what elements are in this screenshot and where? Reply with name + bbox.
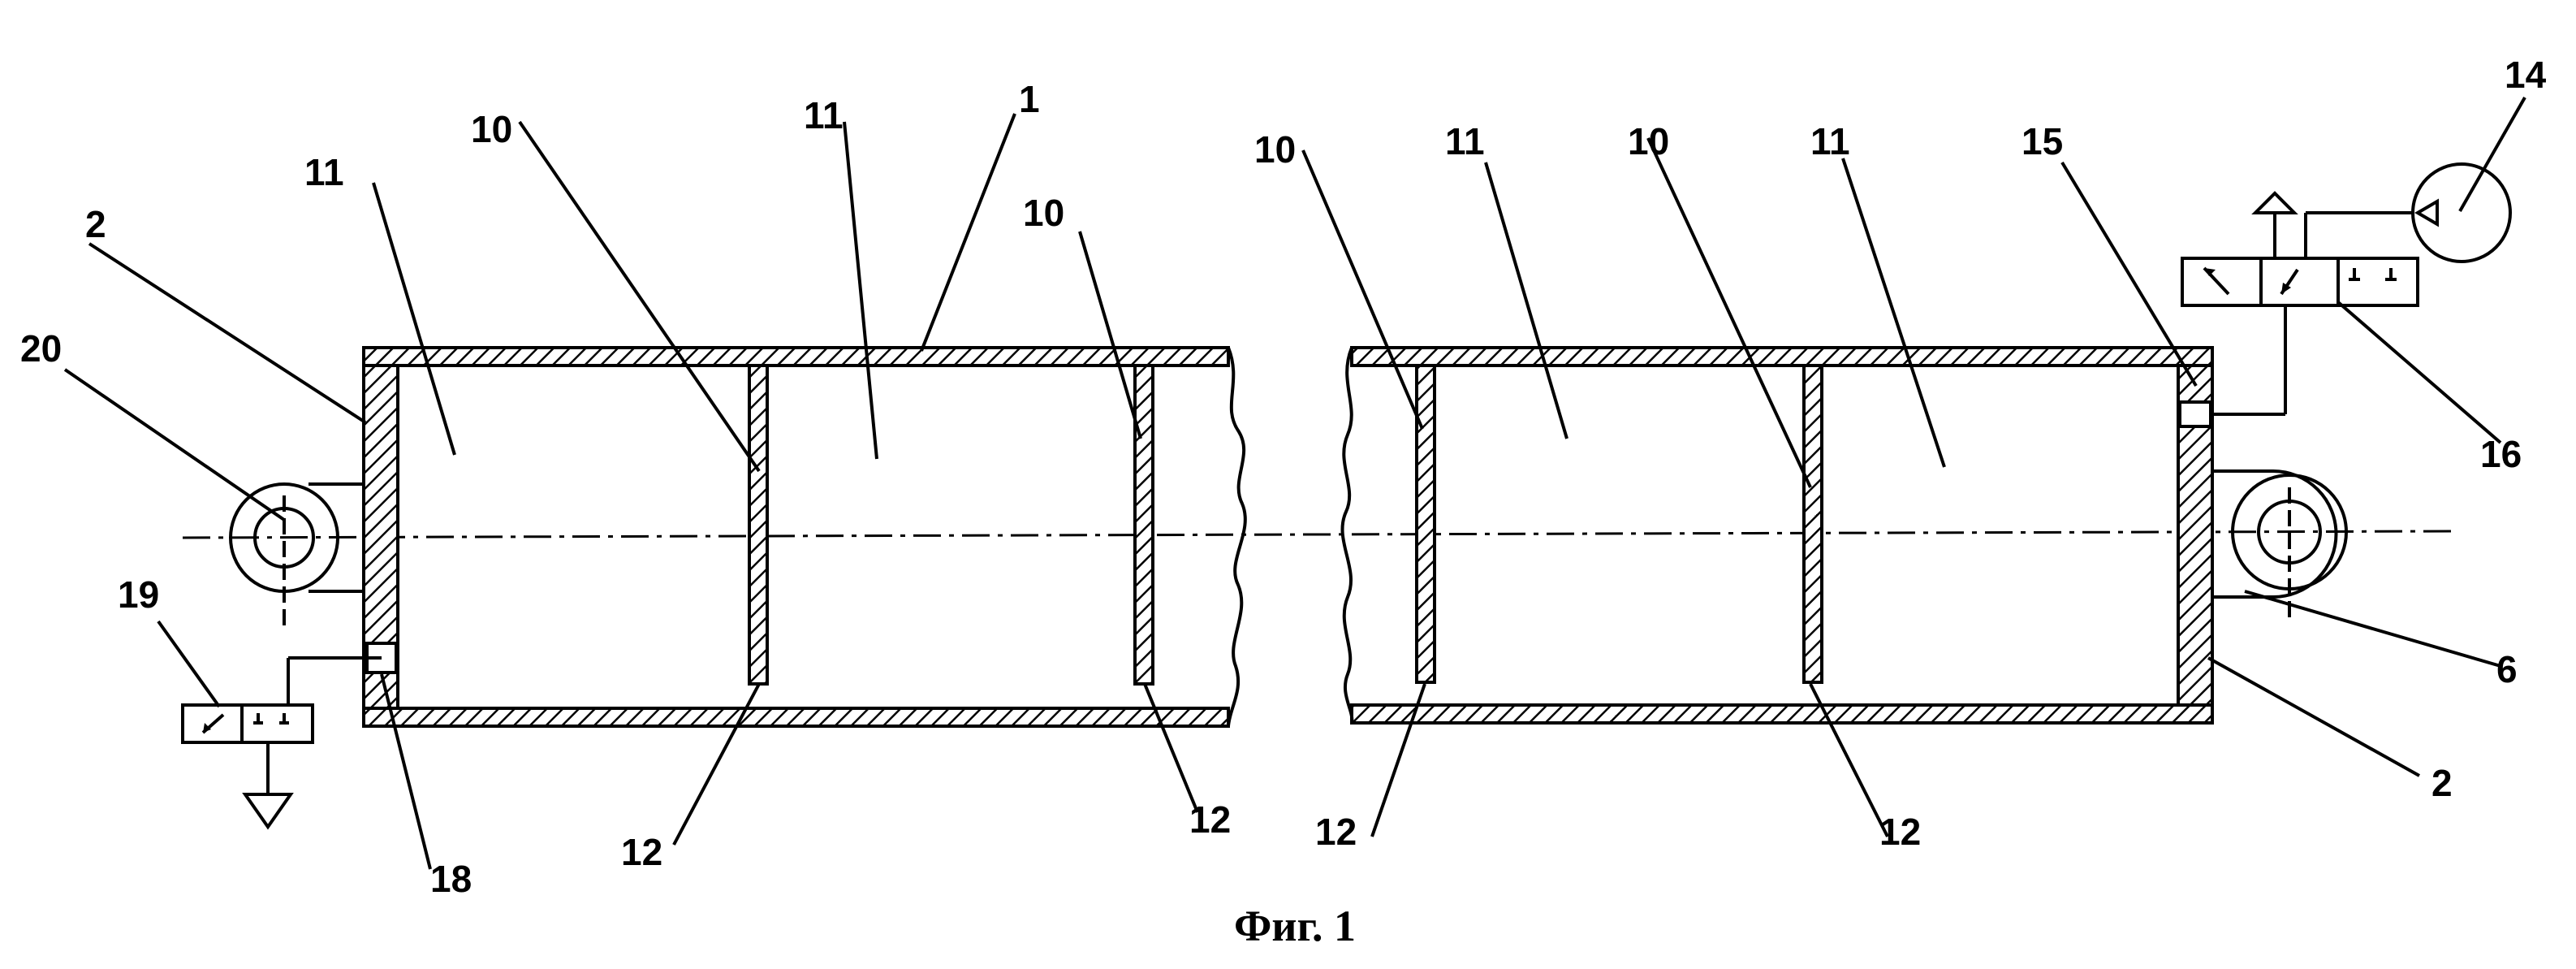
left-partition-1: [749, 366, 767, 684]
left-top-wall: [364, 348, 1228, 366]
label-1: 1: [1019, 78, 1040, 120]
left-partition-2: [1135, 366, 1153, 684]
label-18: 18: [430, 858, 472, 900]
right-break-line: [1343, 348, 1353, 723]
label-12-a: 12: [621, 831, 662, 873]
drain-triangle: [245, 794, 291, 827]
label-2-right: 2: [2431, 762, 2453, 804]
label-11-c: 11: [1445, 120, 1485, 162]
label-16: 16: [2480, 433, 2522, 475]
label-12-c: 12: [1315, 811, 1357, 853]
left-break-line: [1228, 348, 1245, 726]
label-14: 14: [2505, 54, 2547, 96]
figure-caption: Фиг. 1: [1234, 902, 1356, 950]
right-bottom-wall: [1352, 705, 2212, 723]
label-11-a: 11: [304, 151, 344, 193]
label-6: 6: [2496, 648, 2518, 690]
label-20: 20: [20, 327, 62, 370]
label-12-d: 12: [1879, 811, 1921, 853]
label-12-b: 12: [1189, 798, 1231, 841]
label-10-c: 10: [1254, 128, 1296, 171]
right-partition-2: [1804, 366, 1822, 682]
label-10-a: 10: [471, 108, 512, 150]
leader-lines: [65, 97, 2525, 869]
left-bottom-wall: [364, 708, 1228, 726]
label-2-left: 2: [85, 203, 106, 245]
label-11-d: 11: [1810, 120, 1850, 162]
label-10-d: 10: [1628, 120, 1669, 162]
label-19: 19: [118, 573, 159, 616]
center-axis-line: [183, 531, 2452, 538]
pump-14: [2413, 164, 2510, 262]
right-top-wall: [1352, 348, 2212, 366]
valve-19: [183, 705, 313, 742]
port-15-box: [2180, 402, 2211, 426]
vent-arrow: [2255, 193, 2294, 213]
right-partition-1: [1417, 366, 1435, 682]
right-cylinder-section: [1343, 164, 2510, 723]
label-11-b: 11: [804, 94, 844, 136]
label-10-b: 10: [1023, 192, 1064, 234]
label-15: 15: [2022, 120, 2063, 162]
left-cylinder-section: [183, 348, 1245, 827]
